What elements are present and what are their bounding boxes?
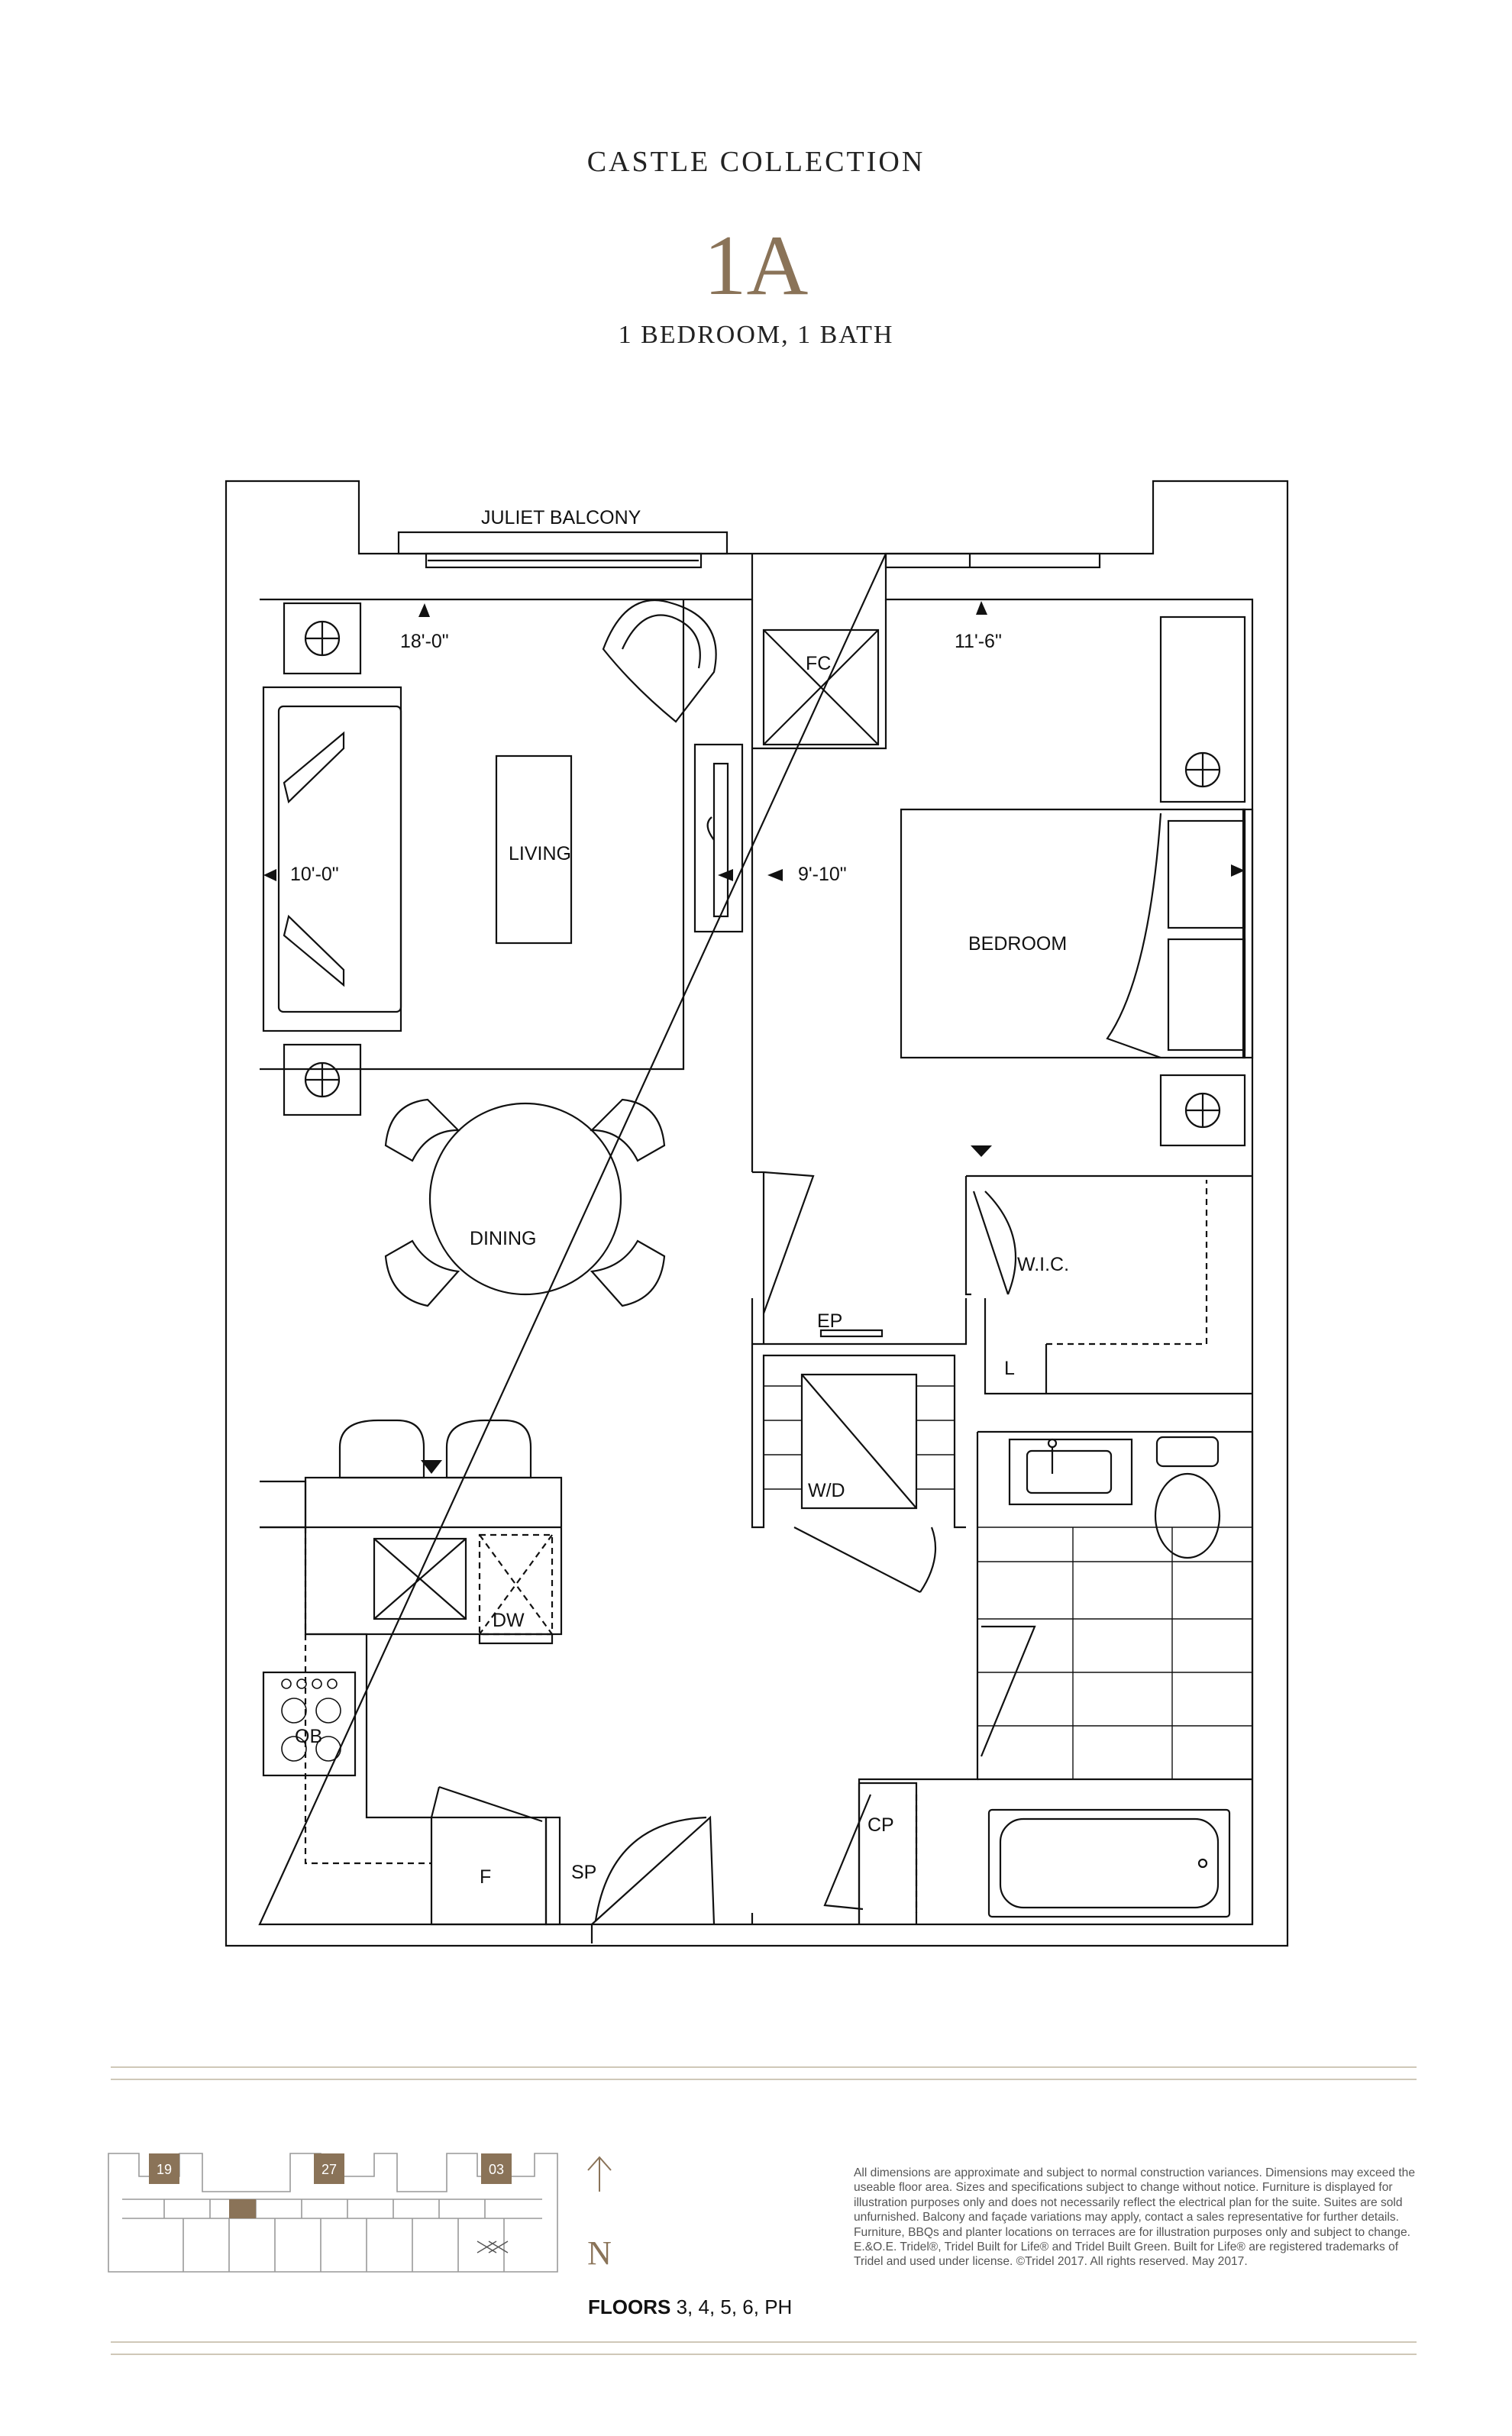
divider-bottom	[111, 2341, 1417, 2343]
living-width-label: 18'-0"	[400, 631, 449, 652]
coffee-table	[495, 754, 573, 945]
inner-wall	[258, 553, 1254, 1926]
compass-label: N	[587, 2234, 612, 2272]
entry-door	[591, 1815, 716, 1925]
dining-chairs	[384, 1098, 666, 1307]
fc-label: FC	[806, 653, 831, 674]
armchair	[602, 599, 717, 723]
door-arrow	[421, 1460, 442, 1474]
bar-stool	[338, 1419, 425, 1479]
key-units: 19 27 03	[149, 2153, 512, 2184]
divider-top-inner	[111, 2079, 1417, 2080]
kitchen-wall	[260, 1480, 307, 1529]
dim-arrow	[976, 601, 987, 615]
suite-type: 1 BEDROOM, 1 BATH	[618, 321, 894, 349]
legal-disclaimer: All dimensions are approximate and subje…	[854, 2166, 1416, 2269]
bed	[900, 808, 1246, 1059]
toilet-bowl	[1154, 1472, 1221, 1559]
dim-arrow	[418, 603, 430, 617]
kitchen-island	[304, 1476, 563, 1636]
sofa-cushion	[283, 731, 345, 804]
bath-door	[980, 1625, 1036, 1757]
living-depth-label: 10'-0"	[290, 864, 339, 885]
bar-stool	[445, 1419, 532, 1479]
bedroom-window	[884, 552, 1101, 569]
vanity	[1008, 1438, 1133, 1506]
living-label: LIVING	[509, 843, 571, 864]
balcony-label: JULIET BALCONY	[481, 507, 641, 528]
dining-label: DINING	[470, 1228, 537, 1249]
fc-closet	[762, 628, 880, 746]
pillow	[1167, 938, 1246, 1052]
ob-label: OB	[295, 1726, 322, 1747]
wic-label: W.I.C.	[1017, 1254, 1069, 1275]
bedroom-width-label: 11'-6"	[955, 631, 1002, 652]
dim-arrow	[718, 869, 733, 881]
laundry-closet	[751, 1344, 966, 1529]
pillow	[1167, 819, 1246, 929]
balcony-rail	[397, 531, 729, 555]
f-label: F	[480, 1866, 491, 1888]
wic-bottom	[984, 1298, 1252, 1395]
cp-closet	[858, 1782, 918, 1924]
dim-arrow	[263, 869, 276, 881]
floors-info: FLOORS 3, 4, 5, 6, PH	[588, 2295, 792, 2319]
dw-label: DW	[493, 1610, 525, 1631]
range	[262, 1671, 357, 1777]
wic-door	[972, 1191, 1010, 1295]
kitchen-sink	[373, 1537, 467, 1620]
wic-shelf	[1046, 1180, 1208, 1346]
bedroom-label: BEDROOM	[968, 933, 1067, 955]
side-table	[283, 602, 362, 675]
unit-19: 19	[157, 2162, 172, 2177]
living-window	[425, 552, 703, 569]
dim-arrow	[767, 869, 783, 881]
divider-bottom-inner	[111, 2354, 1417, 2355]
unit-27: 27	[321, 2162, 337, 2177]
collection-title: CASTLE COLLECTION	[586, 146, 926, 178]
tv-unit	[693, 743, 744, 933]
bedroom-dresser	[1159, 615, 1246, 803]
unit-03: 03	[489, 2162, 504, 2177]
ep-panel	[819, 1329, 884, 1338]
door-arrow	[971, 1145, 992, 1157]
compass-icon	[587, 2156, 612, 2192]
dim-arrow	[1231, 864, 1245, 877]
sofa-cushion	[283, 914, 345, 987]
cp-label: CP	[867, 1814, 894, 1836]
bathtub	[987, 1808, 1231, 1918]
hall-wall	[752, 1298, 968, 1346]
sofa	[262, 686, 402, 1032]
bedroom-door	[762, 1171, 815, 1314]
ep-label: EP	[817, 1310, 842, 1332]
bedroom-depth-label: 9'-10"	[798, 864, 847, 885]
key-current-unit	[229, 2199, 256, 2218]
suite-name: 1A	[703, 218, 809, 313]
divider-top	[111, 2066, 1417, 2068]
kitchen-counter	[305, 1633, 431, 1819]
wd-label: W/D	[808, 1480, 845, 1501]
outer-wall	[225, 480, 1289, 1947]
l-label: L	[1004, 1358, 1015, 1379]
floors-label: FLOORS	[588, 2295, 671, 2318]
sp-panel	[544, 1816, 561, 1926]
floors-values: 3, 4, 5, 6, PH	[676, 2295, 793, 2318]
bath-wall	[977, 1430, 1254, 1924]
laundry-door	[793, 1527, 921, 1593]
living-partition	[260, 599, 685, 1071]
side-table	[283, 1043, 362, 1116]
dining-table	[428, 1102, 622, 1296]
toilet-tank	[1155, 1436, 1220, 1468]
nightstand	[1159, 1074, 1246, 1147]
sp-label: SP	[571, 1862, 596, 1883]
